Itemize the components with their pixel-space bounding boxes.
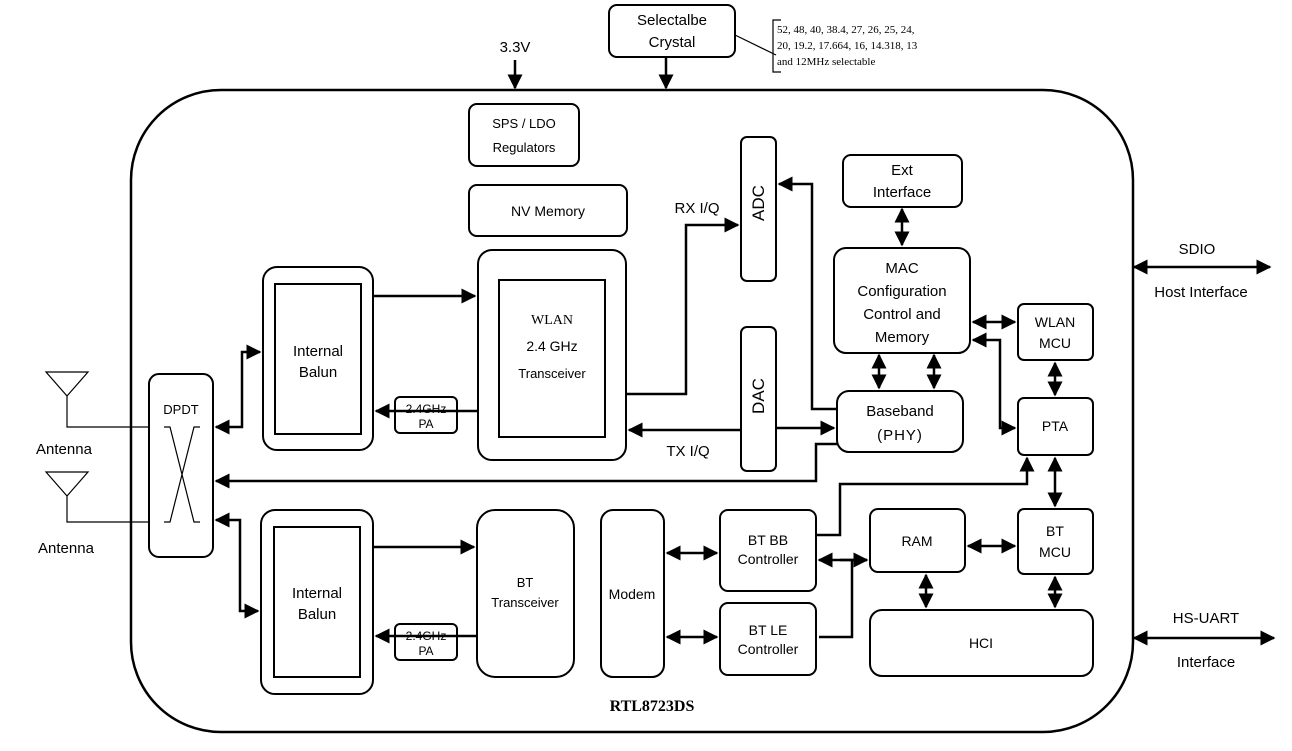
ram-label: RAM <box>901 533 932 549</box>
wlan-mcu-label-2: MCU <box>1039 335 1071 351</box>
ext-label-1: Ext <box>891 162 914 179</box>
baseband-block <box>836 390 964 453</box>
ram-block <box>869 508 966 573</box>
internal-balun-top-inner <box>274 283 362 435</box>
bt-controllers-bus <box>819 560 867 639</box>
crystal-note-leader <box>734 34 777 56</box>
chip-name: RTL8723DS <box>610 698 695 715</box>
sps-label-2: Regulators <box>493 140 556 155</box>
pa-top-block <box>394 396 458 434</box>
dpdt-switch-block <box>148 373 214 558</box>
tx-iq-label: TX I/Q <box>666 443 709 460</box>
crystal-note-line3: and 12MHz selectable <box>777 56 875 68</box>
dpdt-to-balun-top <box>214 344 262 435</box>
crystal-line1: Selectalbe <box>637 12 707 29</box>
nv-memory-block <box>468 184 628 237</box>
bt-le-label-1: BT LE <box>749 622 788 638</box>
wlan-trx-label-1: WLAN <box>531 313 573 328</box>
nv-memory-label: NV Memory <box>511 203 585 219</box>
connections <box>214 176 1063 645</box>
bt-bb-to-pta <box>816 456 1035 537</box>
chip-outline <box>129 88 1135 734</box>
bt-trx-label-2: Transceiver <box>491 595 559 610</box>
hci-block <box>869 609 1094 677</box>
uart-interface-label: Interface <box>1177 654 1235 671</box>
bt-bb-label-1: BT BB <box>748 532 788 548</box>
dpdt-to-balun-bottom <box>214 512 260 619</box>
crystal-note-line1: 52, 48, 40, 38.4, 27, 26, 25, 24, <box>777 24 915 36</box>
sps-label-1: SPS / LDO <box>492 116 556 131</box>
bt-bb-label-2: Controller <box>738 551 799 567</box>
hci-label: HCI <box>969 635 993 651</box>
antenna-1-label: Antenna <box>36 441 93 458</box>
pa-bottom-label-2: PA <box>418 644 433 658</box>
power-label: 3.3V <box>500 39 531 56</box>
modem-block <box>600 509 665 678</box>
sps-ldo-regulators-block <box>468 103 580 167</box>
crystal-note-line2: 20, 19.2, 17.664, 16, 14.318, 13 <box>777 40 918 52</box>
mac-label-4: Memory <box>875 329 930 346</box>
wlan-mcu-block <box>1017 303 1094 361</box>
rx-iq-label: RX I/Q <box>674 200 719 217</box>
pa-top-label-1: 2.4GHz <box>406 402 447 416</box>
bt-le-controller-block <box>719 602 817 676</box>
dpdt-label: DPDT <box>163 402 198 417</box>
modem-label: Modem <box>609 586 656 602</box>
crystal-block <box>608 4 736 58</box>
dac-block <box>740 326 777 472</box>
balun-top-label-1: Internal <box>293 343 343 360</box>
sdio-label: SDIO <box>1179 241 1216 258</box>
internal-balun-bottom-inner <box>273 526 361 678</box>
baseband-label-2: (PHY) <box>877 427 923 444</box>
antenna-1-icon <box>44 371 149 428</box>
wlan-transceiver-inner <box>498 279 606 438</box>
baseband-to-adc <box>777 176 837 411</box>
wlan-trx-label-2: 2.4 GHz <box>526 338 577 354</box>
balun-bottom-label-2: Balun <box>298 606 336 623</box>
pta-block <box>1017 397 1094 456</box>
balun-bottom-label-1: Internal <box>292 585 342 602</box>
mac-label-3: Control and <box>863 306 941 323</box>
mac-label-2: Configuration <box>857 283 946 300</box>
antenna-2-icon <box>44 471 149 523</box>
hs-uart-label: HS-UART <box>1173 610 1239 627</box>
baseband-label-1: Baseband <box>866 403 934 420</box>
dac-label: DAC <box>749 378 768 414</box>
dpdt-switch-lines <box>164 426 200 523</box>
antenna-2-label: Antenna <box>38 540 95 557</box>
wlan-trx-label-3: Transceiver <box>518 366 586 381</box>
bt-mcu-label-2: MCU <box>1039 544 1071 560</box>
crystal-note-bracket <box>772 19 781 73</box>
ext-interface-block <box>842 154 963 208</box>
bt-le-label-2: Controller <box>738 641 799 657</box>
bt-mcu-label-1: BT <box>1046 523 1064 539</box>
bt-transceiver-block <box>476 509 575 678</box>
pa-bottom-block <box>394 623 458 661</box>
bt-mcu-block <box>1017 508 1094 575</box>
ext-label-2: Interface <box>873 184 931 201</box>
bt-trx-label-1: BT <box>517 575 534 590</box>
mac-block <box>833 247 971 354</box>
wlan-mcu-label-1: WLAN <box>1035 314 1075 330</box>
pta-label: PTA <box>1042 418 1069 434</box>
adc-label: ADC <box>749 185 768 221</box>
host-interface-label: Host Interface <box>1154 284 1247 301</box>
adc-block <box>740 136 777 282</box>
crystal-line2: Crystal <box>649 34 696 51</box>
wlan-trx-to-adc <box>626 217 740 396</box>
mac-to-pta <box>971 332 1017 436</box>
baseband-to-dpdt <box>214 442 837 489</box>
pa-top-label-2: PA <box>418 417 433 431</box>
balun-top-label-2: Balun <box>299 364 337 381</box>
mac-label-1: MAC <box>885 260 919 277</box>
